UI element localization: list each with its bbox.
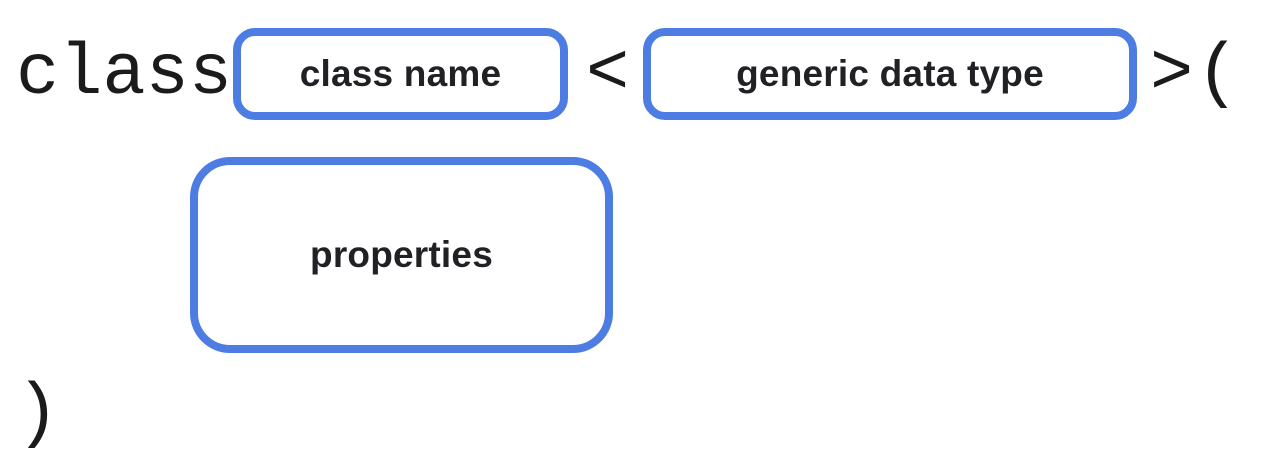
open-parenthesis-text: (: [1196, 33, 1240, 115]
class-name-label: class name: [299, 53, 502, 94]
generic-data-type-box: generic data type: [643, 28, 1137, 120]
open-angle-bracket-text: <: [586, 33, 630, 115]
generic-data-type-label: generic data type: [736, 53, 1044, 94]
close-angle-bracket-text: >: [1150, 33, 1194, 115]
properties-box: properties: [190, 157, 613, 353]
class-keyword-text: class: [16, 33, 233, 115]
close-parenthesis-text: ): [16, 373, 60, 455]
properties-label: properties: [310, 234, 493, 275]
class-name-box: class name: [233, 28, 568, 120]
